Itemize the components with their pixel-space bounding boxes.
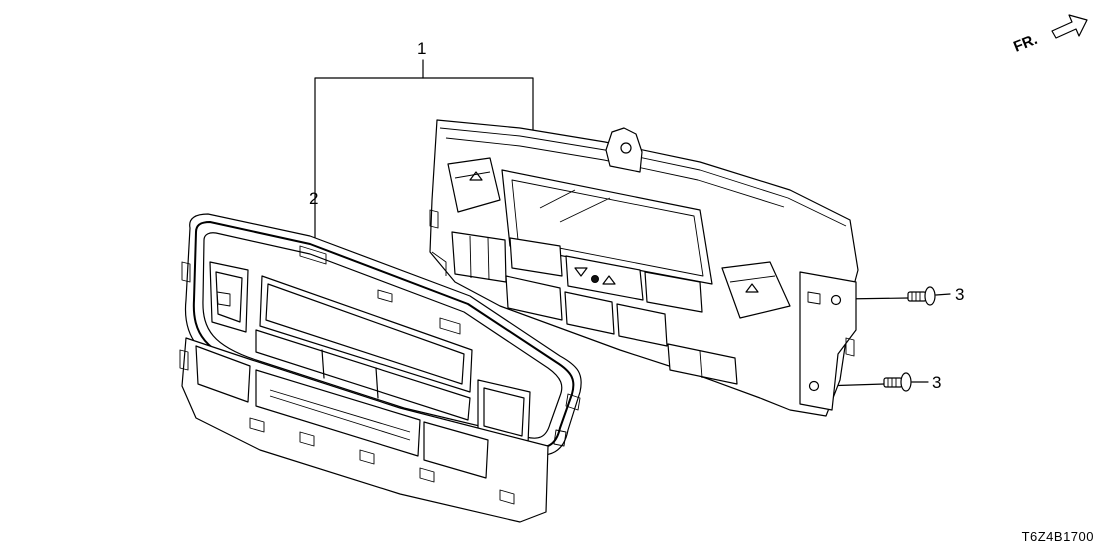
callout-3a: 3 [955,285,964,304]
screw-lower [821,372,929,392]
front-panel-bezel [179,213,582,523]
callout-2: 2 [309,189,318,208]
heater-control-unit [429,119,859,417]
callout-1: 1 [417,39,426,58]
callout-3b: 3 [932,373,941,392]
callout-1-bracket [314,77,534,251]
front-direction-label: FR. [1011,31,1040,56]
callout-1-group: 1 [314,39,534,251]
screw-upper [841,286,951,306]
diagram-code: T6Z4B1700 [1021,529,1094,544]
front-direction-arrow: FR. [1011,14,1088,56]
